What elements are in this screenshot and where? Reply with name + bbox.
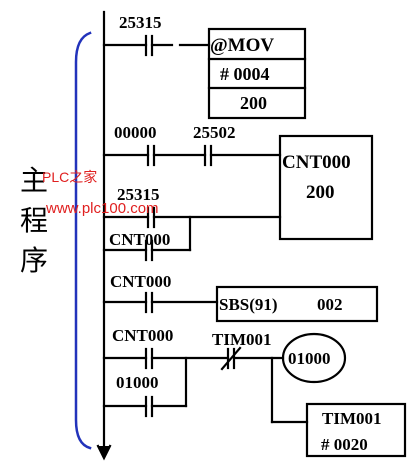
- section-bracket: [74, 31, 92, 450]
- contact-label: 25502: [193, 123, 236, 142]
- instruction-operand: 002: [317, 295, 343, 314]
- contact-label: CNT000: [110, 272, 171, 291]
- coil-label: 01000: [288, 349, 331, 368]
- watermark-url: www.plc100.com: [45, 200, 159, 217]
- instruction-operand: # 0004: [220, 64, 270, 84]
- contact-label: CNT000: [112, 326, 173, 345]
- rung-1: [102, 27, 307, 120]
- timer-preset: # 0020: [321, 435, 368, 454]
- instruction-operand: 200: [240, 93, 267, 113]
- rung-3: [102, 285, 379, 323]
- instruction-mnemonic: SBS(91): [219, 295, 278, 314]
- sbs-box: [215, 285, 379, 323]
- counter-preset: 200: [306, 182, 335, 203]
- contact-label: 00000: [114, 123, 157, 142]
- contact-label: CNT000: [109, 230, 170, 249]
- section-label-char: 程: [20, 204, 48, 237]
- contact-label: 01000: [116, 373, 159, 392]
- rung-4: [102, 332, 407, 458]
- output-coil-01000: [281, 332, 347, 384]
- section-label-char: 序: [20, 244, 48, 277]
- instruction-mnemonic: @MOV: [210, 35, 274, 56]
- contact-label: 25315: [117, 185, 160, 204]
- contact-label: 25315: [119, 13, 162, 32]
- cnt000-box: [278, 134, 374, 241]
- rail-arrow: [96, 444, 112, 461]
- timer-mnemonic: TIM001: [322, 409, 382, 428]
- counter-mnemonic: CNT000: [282, 152, 351, 173]
- rung-2: [102, 134, 374, 262]
- timer-box: [305, 402, 407, 458]
- section-label-char: 主: [20, 164, 48, 197]
- watermark-brand: PLC之家: [42, 169, 97, 185]
- contact-label: TIM001: [212, 330, 272, 349]
- mov-box: [207, 27, 307, 120]
